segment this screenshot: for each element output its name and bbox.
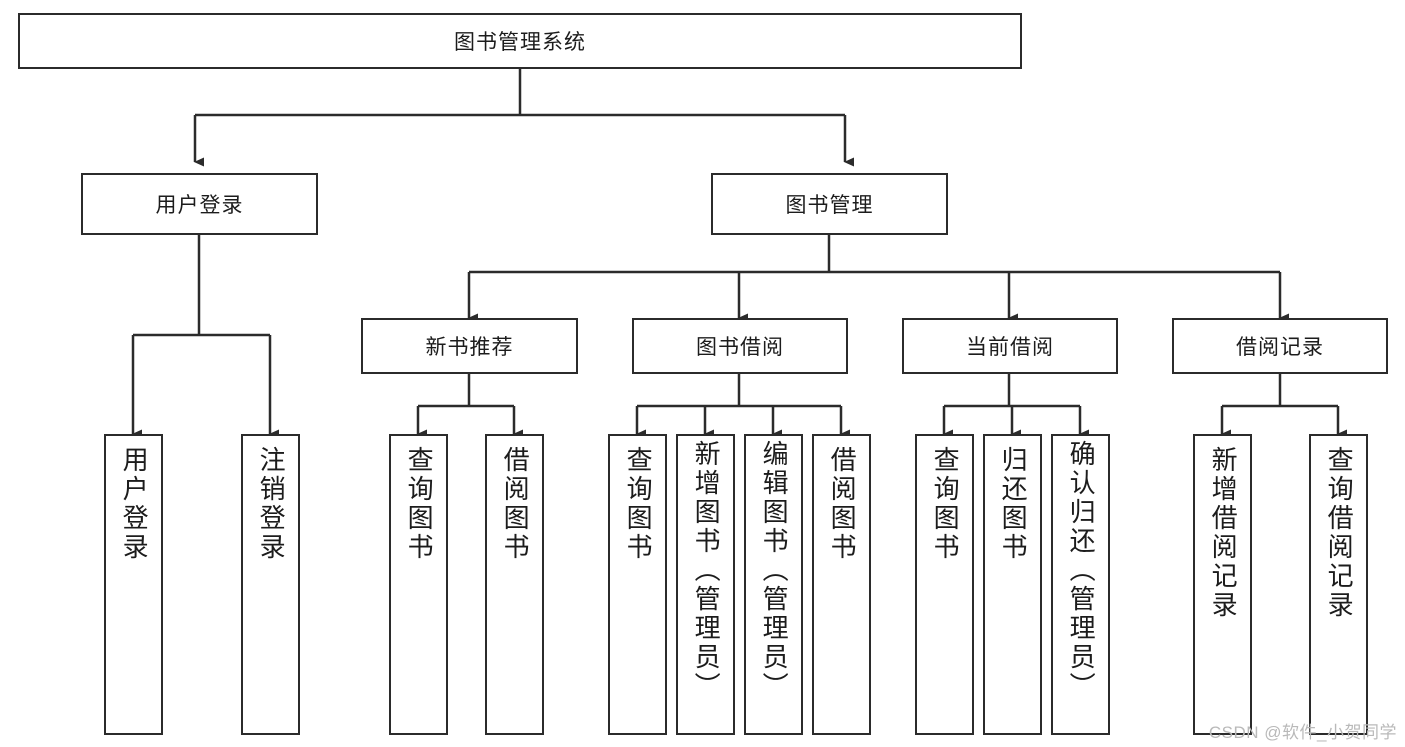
leaf-query-record-label: 查询借阅记录 [1324,446,1355,620]
leaf-borrow-book-2[interactable]: 借阅图书 [812,434,871,735]
node-book-borrow[interactable]: 图书借阅 [632,318,848,374]
node-user-login[interactable]: 用户登录 [81,173,318,235]
node-new-book-rec[interactable]: 新书推荐 [361,318,578,374]
leaf-user-logout-label: 注销登录 [256,446,287,562]
node-current-borrow-label: 当前借阅 [966,336,1054,359]
node-book-borrow-label: 图书借阅 [696,336,784,359]
leaf-query-book-2[interactable]: 查询图书 [608,434,667,735]
node-book-manage[interactable]: 图书管理 [711,173,948,235]
leaf-add-record-label: 新增借阅记录 [1208,446,1239,620]
leaf-borrow-book-1[interactable]: 借阅图书 [485,434,544,735]
leaf-user-login[interactable]: 用户登录 [104,434,163,735]
leaf-edit-book-label: 编辑图书（管理员） [759,440,790,701]
leaf-add-book-label: 新增图书（管理员） [691,440,722,701]
leaf-user-logout[interactable]: 注销登录 [241,434,300,735]
node-new-book-rec-label: 新书推荐 [425,336,514,359]
node-root-label: 图书管理系统 [454,31,586,54]
leaf-add-record[interactable]: 新增借阅记录 [1193,434,1252,735]
leaf-query-book-3[interactable]: 查询图书 [915,434,974,735]
leaf-borrow-book-2-label: 借阅图书 [827,446,858,562]
leaf-return-book[interactable]: 归还图书 [983,434,1042,735]
leaf-query-book-2-label: 查询图书 [623,446,654,562]
leaf-add-book[interactable]: 新增图书（管理员） [676,434,735,735]
leaf-return-book-label: 归还图书 [998,446,1029,562]
node-user-login-label: 用户登录 [155,194,244,217]
leaf-query-book-1[interactable]: 查询图书 [389,434,448,735]
node-current-borrow[interactable]: 当前借阅 [902,318,1118,374]
node-root[interactable]: 图书管理系统 [18,13,1022,69]
leaf-query-book-3-label: 查询图书 [930,446,961,562]
csdn-watermark: CSDN @软件_小贺同学 [1208,723,1397,742]
leaf-edit-book[interactable]: 编辑图书（管理员） [744,434,803,735]
leaf-query-record[interactable]: 查询借阅记录 [1309,434,1368,735]
node-book-manage-label: 图书管理 [785,194,874,217]
node-borrow-record-label: 借阅记录 [1236,336,1324,359]
leaf-borrow-book-1-label: 借阅图书 [500,446,531,562]
leaf-user-login-label: 用户登录 [119,446,150,562]
node-borrow-record[interactable]: 借阅记录 [1172,318,1388,374]
leaf-confirm-return[interactable]: 确认归还（管理员） [1051,434,1110,735]
leaf-confirm-return-label: 确认归还（管理员） [1066,440,1097,701]
leaf-query-book-1-label: 查询图书 [404,446,435,562]
